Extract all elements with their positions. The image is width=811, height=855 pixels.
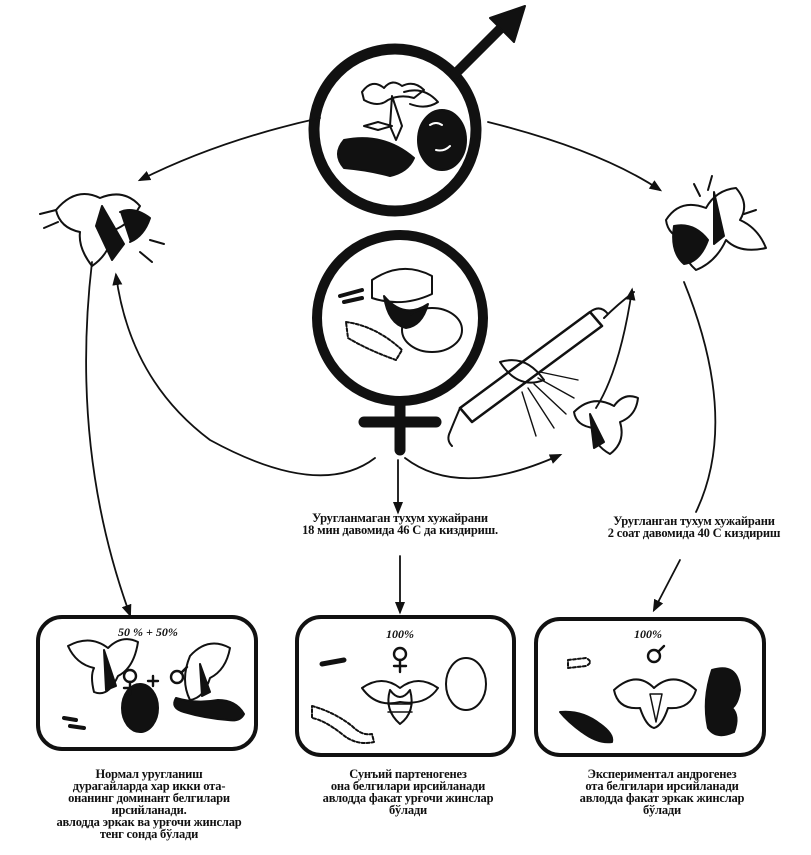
middle-panel-percentage: 100%	[386, 627, 414, 642]
female-silkworm-stages-drawing	[340, 269, 462, 360]
treated-moth-drawing	[574, 396, 638, 454]
cycle-arrows	[86, 118, 715, 615]
male-silkworm-stages-drawing	[338, 82, 466, 176]
male-symbol	[314, 6, 525, 211]
right-caption: Экспериментал андрогенез ота белгилари и…	[542, 768, 782, 816]
uv-lamp-drawing	[448, 292, 634, 446]
right-hybrid-moth-drawing	[666, 176, 766, 270]
left-caption: Нормал уругланиш дурагайларда хар икки о…	[18, 768, 280, 840]
middle-treatment-label: Уругланмаган тухум хужайрани 18 мин даво…	[262, 512, 538, 536]
middle-caption: Сунъий партеногенез она белгилари ирсийл…	[292, 768, 524, 816]
left-panel-percentage: 50 % + 50%	[118, 625, 178, 640]
right-panel-percentage: 100%	[634, 627, 662, 642]
right-treatment-label: Уругланган тухум хужайрани 2 соат давоми…	[578, 515, 810, 539]
left-hybrid-moth-drawing	[40, 194, 164, 266]
